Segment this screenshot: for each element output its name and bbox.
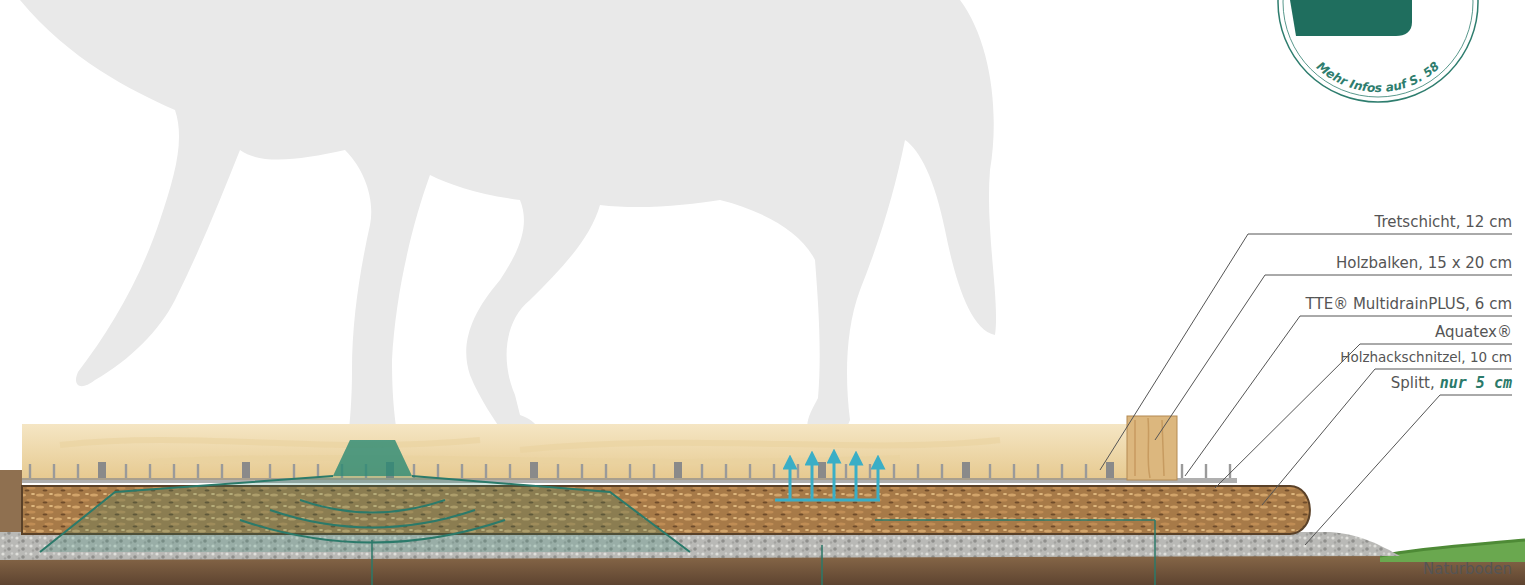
grid-pin	[773, 464, 775, 478]
layer-label: Naturboden	[1423, 560, 1512, 578]
layer-label: TTE® MultidrainPLUS, 6 cm	[1306, 295, 1512, 313]
layer-label: Holzbalken, 15 x 20 cm	[1336, 254, 1512, 272]
grid-pin	[701, 464, 703, 478]
grid-pin	[869, 464, 871, 478]
grid-pin	[629, 464, 631, 478]
grid-pin	[173, 464, 175, 478]
handwritten-note: nur 5 cm	[1440, 374, 1512, 392]
callout-leaders	[372, 520, 1155, 585]
info-badge: Mehr Infos auf S. 58	[1278, 0, 1478, 102]
grid-pin	[749, 464, 751, 478]
badge-link-text: Mehr Infos auf S. 58	[1314, 59, 1442, 95]
badge-text: Mehr Infos auf S. 58	[1314, 59, 1442, 95]
layer-label: Holzhackschnitzel, 10 cm	[1340, 348, 1512, 366]
grid-pin	[461, 464, 463, 478]
grid-pin	[1085, 464, 1087, 478]
grid-pin	[557, 464, 559, 478]
grid-pin	[125, 464, 127, 478]
grid-pin	[29, 464, 31, 478]
grid-pin	[221, 464, 223, 478]
grid-pin	[1181, 464, 1183, 478]
beam-grain	[1135, 418, 1164, 478]
grid-pin	[917, 464, 919, 478]
layer-label: Tretschicht, 12 cm	[1374, 213, 1512, 231]
grid-pin	[1106, 462, 1114, 478]
grid-pin	[989, 464, 991, 478]
multidrain-base	[22, 478, 1237, 483]
horse-silhouette	[20, 0, 996, 440]
wooden-beam	[1127, 416, 1177, 480]
grid-pin	[77, 464, 79, 478]
grid-pin	[1037, 464, 1039, 478]
grid-pin	[98, 462, 106, 478]
grid-pin	[242, 462, 250, 478]
grid-pin	[437, 464, 439, 478]
grid-pin	[149, 464, 151, 478]
grid-pin	[725, 464, 727, 478]
grid-pin	[269, 464, 271, 478]
layer-label: Aquatex®	[1435, 323, 1512, 341]
grid-pin	[797, 464, 799, 478]
grid-pin	[317, 464, 319, 478]
grid-pin	[485, 464, 487, 478]
grid-pin	[197, 464, 199, 478]
grid-pin	[509, 464, 511, 478]
grid-pin	[893, 464, 895, 478]
grass-edge	[1380, 540, 1525, 556]
label-row: Splitt, nur 5 cm	[1391, 374, 1512, 392]
grid-pin	[605, 464, 607, 478]
grid-pin	[581, 464, 583, 478]
grid-pin	[653, 464, 655, 478]
grass	[1380, 540, 1525, 562]
grid-pin	[674, 462, 682, 478]
sand-texture	[60, 440, 1000, 462]
drainage-arrows	[775, 456, 880, 500]
grid-pin	[941, 464, 943, 478]
grid-pin	[1229, 464, 1231, 478]
grid-pin	[293, 464, 295, 478]
sand-tread-layer	[22, 424, 1127, 480]
grid-pin	[1061, 464, 1063, 478]
load-cone	[40, 440, 690, 552]
grid-pin	[1013, 464, 1015, 478]
grid-pin	[818, 462, 826, 478]
multidrain-grid	[29, 462, 1231, 478]
grid-pin	[1205, 464, 1207, 478]
grid-pin	[845, 464, 847, 478]
layer-label: Splitt,	[1391, 374, 1435, 392]
label-leaders	[1100, 234, 1512, 545]
grid-pin	[962, 462, 970, 478]
grid-pin	[530, 462, 538, 478]
grid-pin	[53, 464, 55, 478]
